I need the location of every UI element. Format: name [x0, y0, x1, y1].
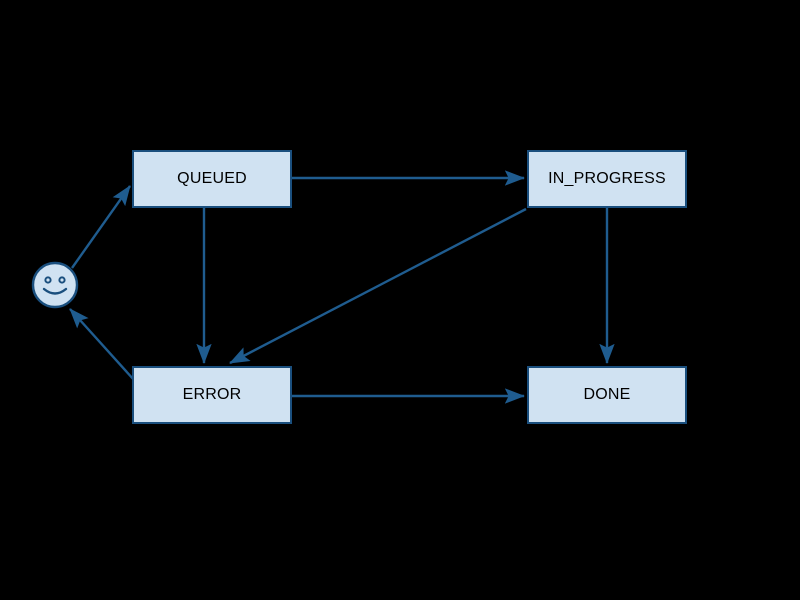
state-node-queued[interactable]: QUEUED [132, 150, 292, 208]
start-node-smiley[interactable] [30, 260, 80, 310]
edge-error-to-start [69, 308, 135, 381]
state-node-error-label: ERROR [182, 386, 242, 403]
state-node-in-progress[interactable]: IN_PROGRESS [527, 150, 687, 208]
edge-start-to-queued [71, 185, 131, 269]
smiley-right-eye-icon [58, 276, 66, 284]
smiley-left-eye-icon [44, 276, 52, 284]
state-node-in-progress-label: IN_PROGRESS [548, 170, 666, 187]
state-node-queued-label: QUEUED [177, 170, 247, 187]
smiley-face-circle [31, 261, 79, 309]
state-node-done[interactable]: DONE [527, 366, 687, 424]
state-node-done-label: DONE [583, 386, 631, 403]
edge-in-progress-to-error [229, 207, 527, 365]
smiley-mouth-icon [42, 287, 68, 295]
state-node-error[interactable]: ERROR [132, 366, 292, 424]
